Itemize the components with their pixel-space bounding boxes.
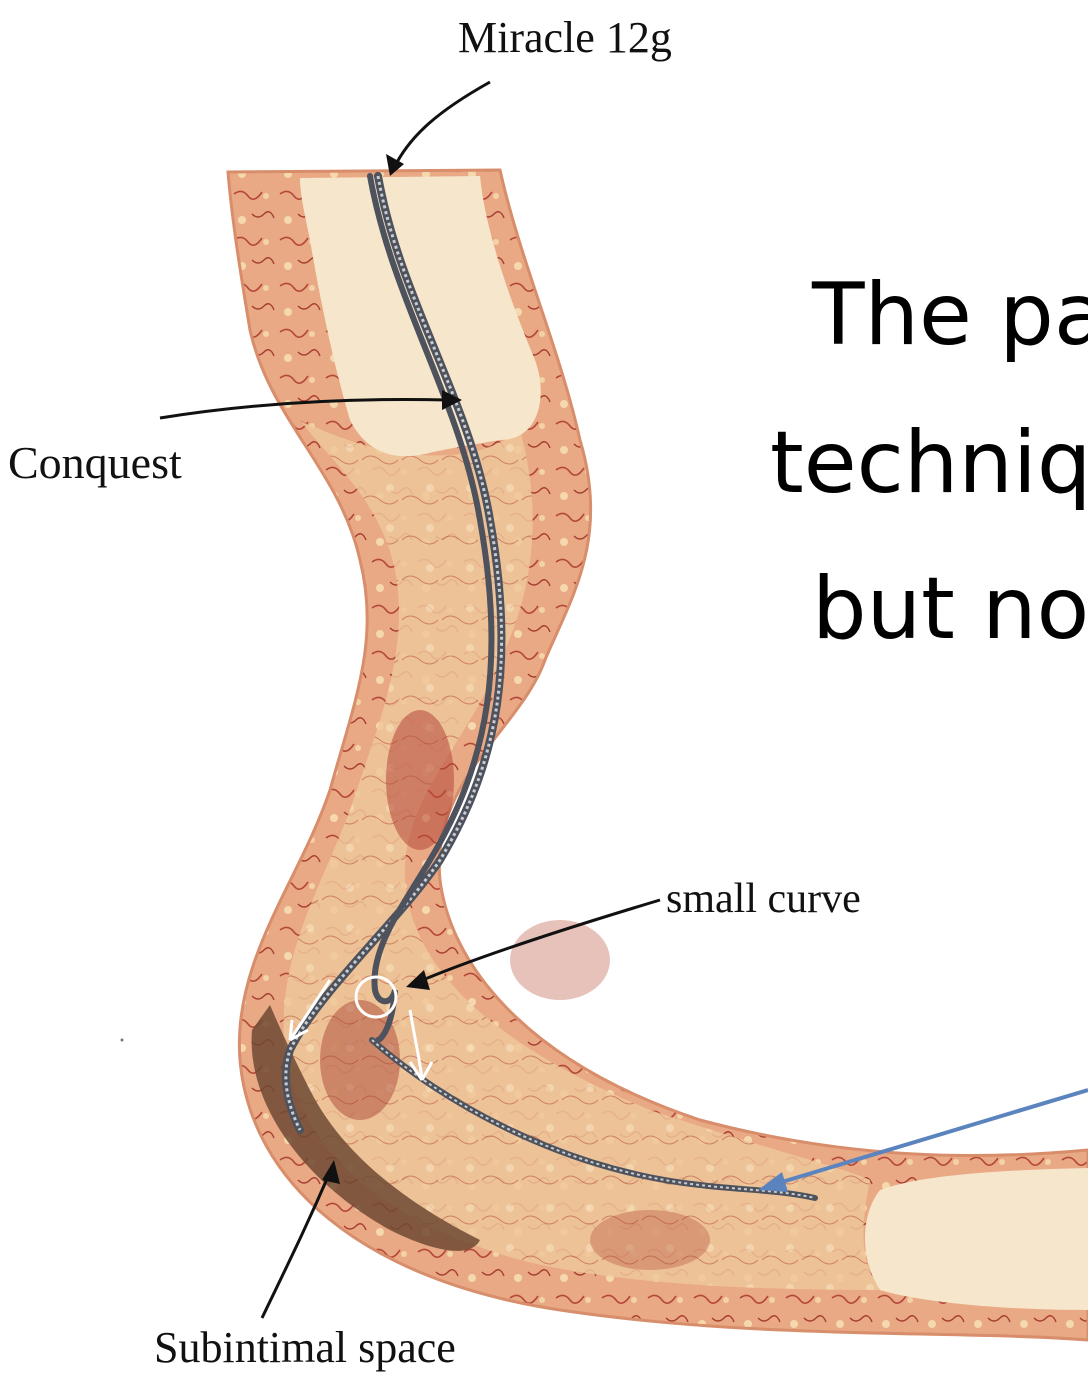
slide-text-line-1: The pa <box>812 272 1088 358</box>
subintimal-label: Subintimal space <box>154 1323 456 1372</box>
slide-text-line-3: but no <box>812 566 1088 652</box>
speck <box>121 1039 124 1042</box>
distal-lumen <box>865 1168 1088 1310</box>
conquest-label: Conquest <box>8 437 182 488</box>
small-curve-label: small curve <box>666 876 861 922</box>
subintimal-arrow <box>262 1172 330 1318</box>
tissue-patch <box>590 1210 710 1270</box>
miracle-label: Miracle 12g <box>458 13 672 62</box>
miracle-arrow <box>394 82 490 168</box>
slide-text-line-2: techniq <box>770 420 1088 506</box>
